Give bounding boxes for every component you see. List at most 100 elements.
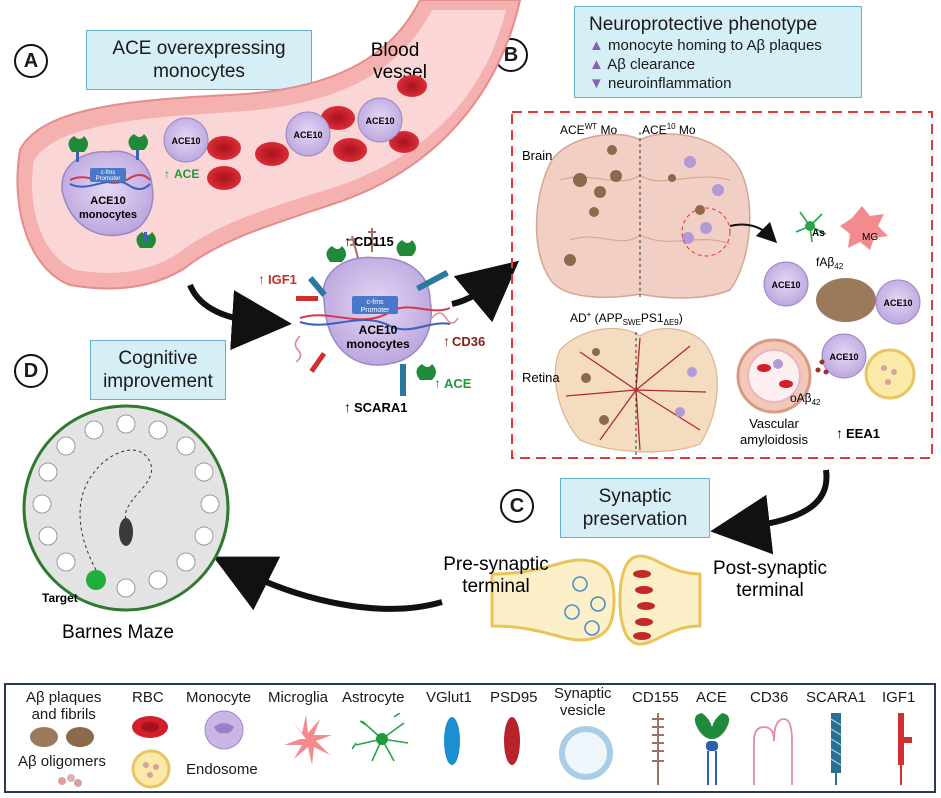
eea1-up-label: ↑ xyxy=(836,425,843,441)
center-ace-label: ACE xyxy=(444,376,472,391)
legend-rbc-label: RBC xyxy=(132,689,164,706)
legend-plaques-line1: Aβ plaques xyxy=(26,689,102,706)
cd36-up-label: ↑ xyxy=(443,333,450,349)
eea1-label: EEA1 xyxy=(846,426,880,441)
panel-c-title: Synaptic preservation xyxy=(560,478,710,538)
ace-up-label: ↑ xyxy=(164,167,170,181)
rbc xyxy=(333,138,367,162)
promoter-label-1: c-fms xyxy=(101,170,116,176)
vessel-monocyte: c-fms Promoter ACE10 monocytes ↑ ACE xyxy=(61,134,199,248)
microglia-icon xyxy=(840,206,888,250)
panel-c-label: C xyxy=(500,489,534,523)
fibril-plaque xyxy=(816,278,876,322)
ace-receptor-icon xyxy=(68,134,156,248)
cd36-label: CD36 xyxy=(452,334,485,349)
legend-psd95-label: PSD95 xyxy=(490,689,538,706)
arrow-b-to-c xyxy=(710,469,830,555)
arrow-c-to-d xyxy=(213,556,443,612)
panel-c-title-line1: Synaptic xyxy=(598,486,672,507)
arrow-to-zoom xyxy=(729,221,778,244)
mouse-icon xyxy=(119,518,133,546)
rbc-group xyxy=(207,75,427,190)
panel-a-title: ACE overexpressing monocytes xyxy=(86,30,312,90)
rbc xyxy=(389,131,419,153)
ace10-cell xyxy=(285,111,331,157)
ace-wt-mo-label: ACEWT Mo xyxy=(560,122,617,137)
brain-label: Brain xyxy=(522,148,552,163)
ace-receptor-icon xyxy=(326,240,436,380)
rbc xyxy=(321,106,355,130)
zoom-circle xyxy=(681,207,731,257)
ace10-mo-label: ACE10 Mo xyxy=(642,122,696,137)
vglut1-icon xyxy=(444,717,460,765)
igf1-icon xyxy=(898,713,912,785)
monocyte-dot xyxy=(682,156,724,244)
promoter-box xyxy=(90,168,126,182)
scara1-up-label: ↑ xyxy=(344,399,351,415)
ace-up-label: ↑ xyxy=(434,375,441,391)
legend-microglia-label: Microglia xyxy=(268,689,329,706)
vascular-label-1: Vascular xyxy=(749,416,799,431)
scara1-icon xyxy=(830,713,842,785)
rbc xyxy=(255,142,289,166)
center-monocyte-label-1: ACE10 xyxy=(359,323,398,337)
panel-b-heading: Neuroprotective phenotype xyxy=(589,14,818,35)
panel-d-title-line1: Cognitive xyxy=(118,348,198,369)
panel-a-title-line1: ACE overexpressing xyxy=(112,38,286,59)
rbc-icon xyxy=(132,716,168,738)
fab-label: fAβ42 xyxy=(816,255,844,271)
ace10-cell xyxy=(357,97,403,143)
promoter-label-2: Promoter xyxy=(96,176,121,182)
brain-section xyxy=(535,132,751,300)
legend-astrocyte-label: Astrocyte xyxy=(342,689,405,706)
ace10-cell-label: ACE10 xyxy=(293,130,322,140)
diagram-canvas: Blood vessel ACE10 ACE10 ACE10 c-fms Pro… xyxy=(16,0,933,646)
zoom-ace10-label: ACE10 xyxy=(829,352,858,362)
panel-b-bullet-1: ▲ monocyte homing to Aβ plaques xyxy=(589,37,822,54)
panel-d-label: D xyxy=(14,354,48,388)
panel-a-title-line2: monocytes xyxy=(153,61,245,82)
igf1-receptor-icon xyxy=(296,296,327,373)
ace10-cell xyxy=(163,117,209,163)
rbc xyxy=(397,75,427,97)
abeta-plaque xyxy=(564,145,705,266)
cd115-up-label: ↑ xyxy=(344,233,351,249)
zoom-ace10-label: ACE10 xyxy=(883,298,912,308)
arrow-center-to-b xyxy=(451,260,520,323)
igf1-up-label: ↑ xyxy=(258,271,265,287)
legend: Aβ plaques and fibrils Aβ oligomers RBC … xyxy=(4,683,936,793)
center-monocyte: c-fms Promoter ACE10 monocytes xyxy=(294,228,459,396)
barnes-maze xyxy=(22,404,230,612)
post-synaptic-label-2: terminal xyxy=(736,580,804,601)
legend-vglut1-label: VGlut1 xyxy=(426,689,472,706)
promoter-label-1: c-fms xyxy=(366,299,384,306)
synaptic-vesicle-icon xyxy=(559,726,613,780)
post-synaptic-label-1: Post-synaptic xyxy=(713,558,827,579)
vessel-ace-label: ACE xyxy=(174,167,199,181)
legend-cd36-label: CD36 xyxy=(750,689,789,706)
zoomed-plaque-scene: As MG fAβ42 ACE10 ACE10 ACE10 oAβ42 xyxy=(763,206,921,407)
legend-monocyte-label: Monocyte xyxy=(186,689,252,706)
microglia-label: MG xyxy=(862,232,878,243)
ad-mouse-label: AD+ (APPSWEPS1ΔE9) xyxy=(570,310,683,327)
igf1-label: IGF1 xyxy=(268,272,297,287)
pre-synaptic-label-2: terminal xyxy=(462,576,530,597)
retina-label: Retina xyxy=(522,370,560,385)
panel-b-title: Neuroprotective phenotype ▲ monocyte hom… xyxy=(574,6,862,98)
vessel-monocyte-label-1: ACE10 xyxy=(90,195,125,207)
synaptic-vesicle-icon xyxy=(564,576,606,636)
scara1-receptor-icon xyxy=(308,270,449,396)
astrocyte-icon xyxy=(352,713,409,762)
retina xyxy=(554,327,718,458)
blood-vessel-label-1: Blood xyxy=(371,40,420,61)
cd115-label: CD115 xyxy=(354,234,394,249)
center-monocyte-label-2: monocytes xyxy=(346,337,410,351)
microglia-icon xyxy=(284,715,332,765)
legend-cd155-label: CD155 xyxy=(632,689,679,706)
vascular-label-2: amyloidosis xyxy=(740,432,808,447)
promoter-box xyxy=(352,296,398,314)
up-arrow-icon: ▲ xyxy=(589,37,604,54)
up-arrow-icon: ▲ xyxy=(589,56,604,73)
pre-synaptic-terminal xyxy=(490,558,616,642)
panel-b-bullet-3: ▼ neuroinflammation xyxy=(589,75,732,92)
